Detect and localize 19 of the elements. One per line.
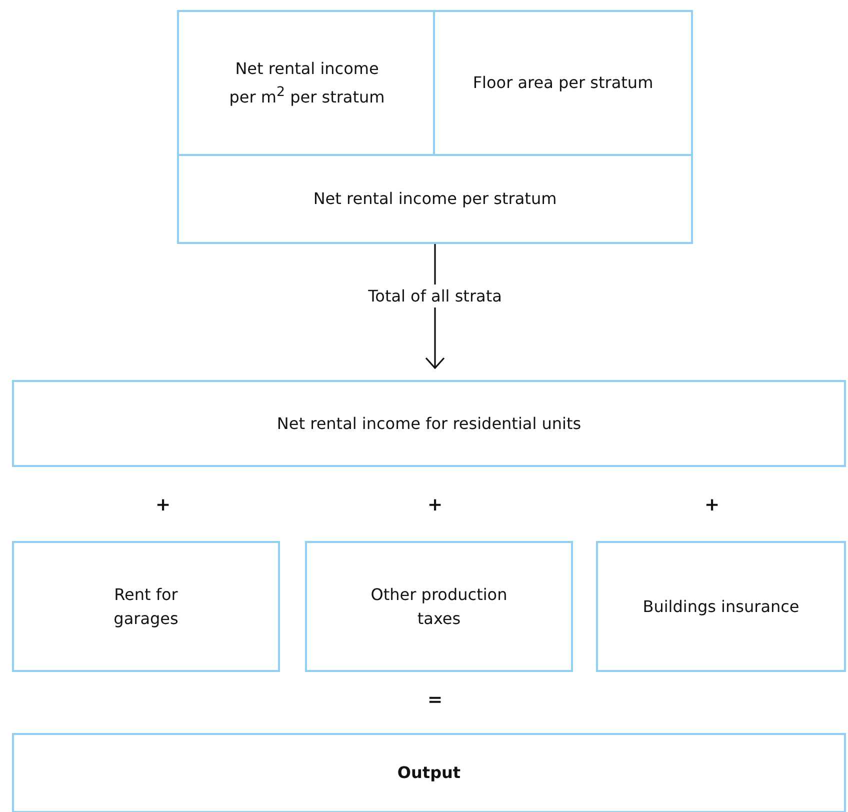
box-text: Net rental income per m$^{2}$ per stratum bbox=[228, 58, 386, 108]
formula-box bbox=[596, 541, 846, 672]
box-text: Buildings insurance bbox=[642, 596, 800, 618]
box-text: Net rental income for residential units bbox=[276, 412, 582, 434]
operator-sign: = bbox=[427, 690, 443, 710]
box-text: Floor area per stratum bbox=[472, 72, 654, 94]
operator-sign: + bbox=[427, 494, 443, 516]
box-text: Output bbox=[396, 762, 462, 784]
formula-box bbox=[177, 154, 693, 244]
formula-box bbox=[305, 541, 573, 672]
formula-box bbox=[12, 733, 846, 812]
operator-sign: + bbox=[155, 494, 171, 516]
formula-box bbox=[12, 541, 280, 672]
box-text: Other production taxes bbox=[370, 584, 508, 630]
operator-sign: + bbox=[704, 494, 720, 516]
formula-box bbox=[12, 380, 846, 467]
box-text: Net rental income per stratum bbox=[312, 188, 558, 210]
formula-box bbox=[433, 10, 693, 156]
box-text: Rent for garages bbox=[112, 584, 180, 630]
